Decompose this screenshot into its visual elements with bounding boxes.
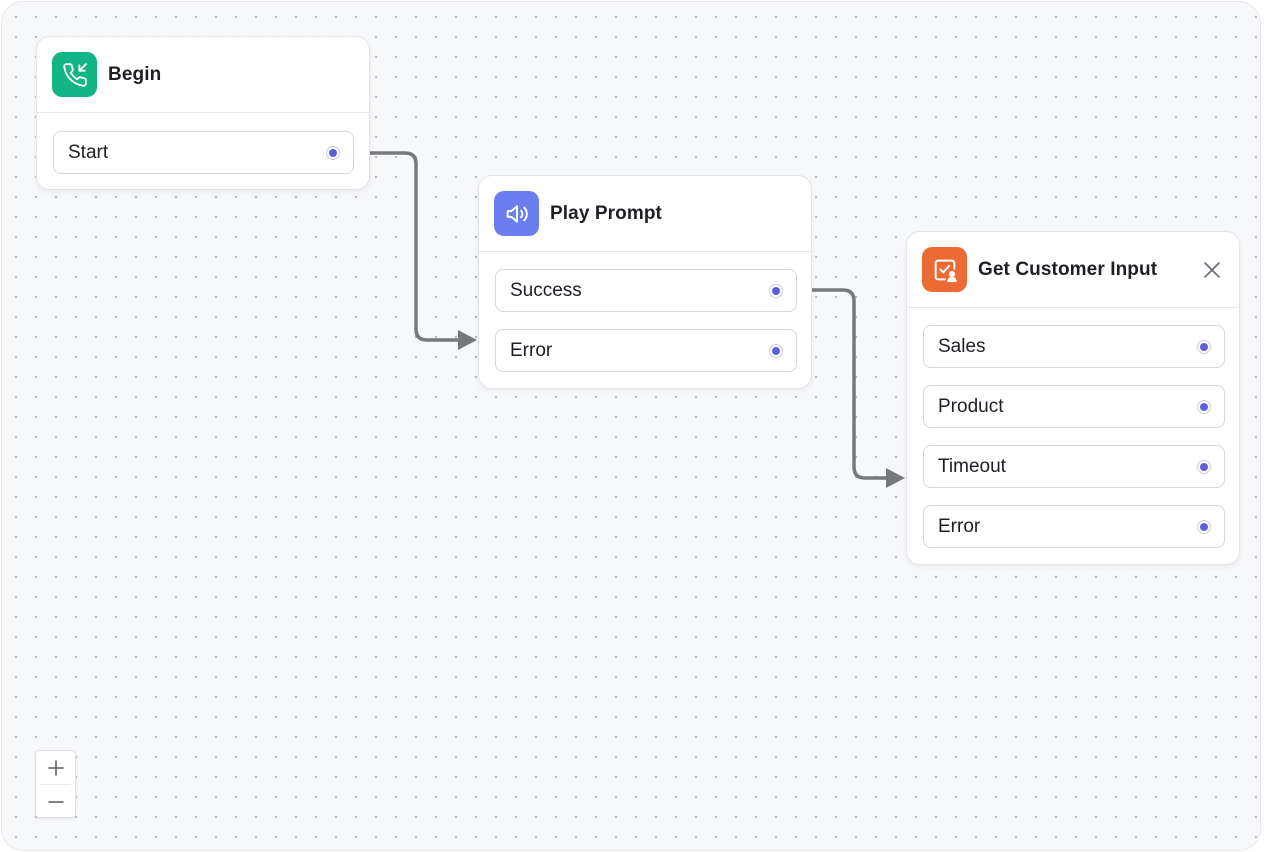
port-error[interactable]: Error xyxy=(923,505,1225,548)
port-label: Product xyxy=(938,395,1004,417)
plus-icon xyxy=(47,759,64,776)
play-prompt-node[interactable]: Play Prompt Success Error xyxy=(478,175,812,389)
node-header: Begin xyxy=(37,37,369,113)
port-label: Error xyxy=(510,339,553,361)
port-error[interactable]: Error xyxy=(495,329,797,372)
port-sales[interactable]: Sales xyxy=(923,325,1225,368)
output-handle[interactable] xyxy=(1198,400,1210,413)
port-label: Timeout xyxy=(938,455,1006,477)
port-product[interactable]: Product xyxy=(923,385,1225,428)
output-handle[interactable] xyxy=(1198,520,1210,533)
output-handle[interactable] xyxy=(1198,460,1210,473)
minus-icon xyxy=(47,800,64,803)
port-label: Start xyxy=(68,141,109,163)
zoom-in-button[interactable] xyxy=(36,751,75,784)
speaker-icon xyxy=(494,191,539,236)
node-title: Get Customer Input xyxy=(978,258,1158,280)
checklist-user-icon xyxy=(922,247,967,292)
port-success[interactable]: Success xyxy=(495,269,797,312)
output-handle[interactable] xyxy=(327,146,339,159)
port-label: Error xyxy=(938,515,981,537)
zoom-out-button[interactable] xyxy=(36,785,75,817)
begin-node[interactable]: Begin Start xyxy=(36,36,370,190)
output-handle[interactable] xyxy=(770,344,782,357)
divider xyxy=(40,784,71,785)
phone-incoming-icon xyxy=(52,52,97,97)
port-start[interactable]: Start xyxy=(53,131,354,174)
output-handle[interactable] xyxy=(770,284,782,297)
port-label: Sales xyxy=(938,335,986,357)
port-label: Success xyxy=(510,279,582,301)
node-header: Play Prompt xyxy=(479,176,811,252)
port-timeout[interactable]: Timeout xyxy=(923,445,1225,488)
node-header: Get Customer Input xyxy=(907,232,1239,308)
close-icon[interactable] xyxy=(1201,259,1223,281)
node-title: Play Prompt xyxy=(550,202,662,224)
output-handle[interactable] xyxy=(1198,340,1210,353)
zoom-controls xyxy=(35,750,76,818)
node-title: Begin xyxy=(108,63,162,85)
get-customer-input-node[interactable]: Get Customer Input Sales Product Timeout… xyxy=(906,231,1240,565)
